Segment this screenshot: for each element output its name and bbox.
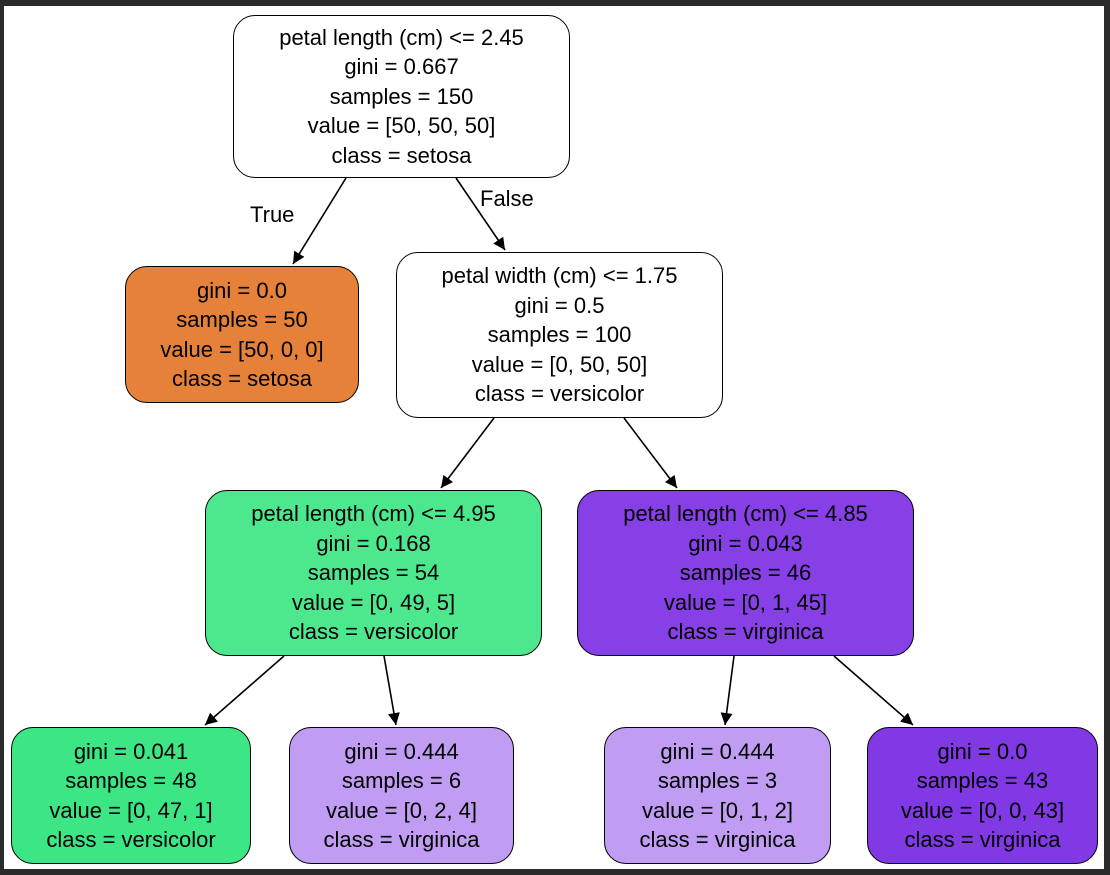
node-line: petal width (cm) <= 1.75: [441, 263, 678, 289]
tree-node-n1: gini = 0.0 samples = 50 value = [50, 0, 0]…: [125, 266, 359, 403]
node-line: value = [0, 49, 5]: [291, 589, 456, 615]
node-line: class = virginica: [904, 827, 1061, 852]
node-line: gini = 0.5: [514, 292, 605, 318]
tree-node-n6: gini = 0.444 samples = 6 value = [0, 2, 4]…: [289, 727, 514, 864]
tree-node-n2: petal width (cm) <= 1.75 gini = 0.5 sample…: [396, 252, 723, 418]
node-line: samples = 48: [65, 768, 197, 793]
tree-node-n4: petal length (cm) <= 4.85 gini = 0.043 sam…: [577, 490, 914, 656]
node-line: gini = 0.043: [688, 530, 803, 556]
node-line: gini = 0.0: [937, 738, 1028, 764]
node-line: petal length (cm) <= 4.95: [251, 501, 496, 527]
node-line: gini = 0.444: [344, 738, 459, 764]
node-line: value = [50, 50, 50]: [307, 113, 496, 139]
tree-node-n8: gini = 0.0 samples = 43 value = [0, 0, 43]…: [867, 727, 1098, 864]
node-line: class = virginica: [323, 827, 480, 852]
node-line: petal length (cm) <= 4.85: [623, 501, 868, 527]
node-line: class = versicolor: [288, 619, 459, 645]
node-line: value = [0, 1, 2]: [641, 797, 794, 823]
edge-n3-n5: [204, 655, 285, 726]
node-line: samples = 50: [176, 307, 308, 332]
node-line: samples = 46: [679, 560, 812, 586]
tree-node-n7: gini = 0.444 samples = 3 value = [0, 1, 2]…: [604, 727, 831, 864]
tree-node-n3: petal length (cm) <= 4.95 gini = 0.168 sam…: [205, 490, 542, 656]
node-line: samples = 6: [341, 768, 462, 793]
node-line: petal length (cm) <= 2.45: [279, 24, 524, 50]
node-line: class = setosa: [331, 142, 472, 168]
node-line: gini = 0.0: [197, 277, 287, 303]
edge-n2-n4: [623, 417, 678, 489]
node-line: samples = 54: [307, 560, 440, 586]
edge-root-n1: [292, 177, 347, 265]
tree-node-root: petal length (cm) <= 2.45 gini = 0.667 sam…: [233, 15, 570, 178]
edge-label-true: True: [250, 202, 295, 227]
node-line: gini = 0.041: [73, 738, 189, 764]
node-line: class = versicolor: [474, 381, 645, 407]
node-line: gini = 0.168: [316, 530, 431, 556]
node-line: samples = 100: [487, 322, 632, 348]
node-line: value = [0, 0, 43]: [900, 797, 1065, 823]
node-line: samples = 3: [657, 768, 778, 793]
edge-n2-n3: [440, 417, 495, 489]
node-line: class = versicolor: [46, 827, 216, 852]
node-line: value = [0, 1, 45]: [663, 589, 828, 615]
node-line: class = virginica: [639, 827, 796, 852]
node-line: value = [50, 0, 0]: [160, 336, 324, 362]
node-line: value = [0, 50, 50]: [471, 351, 648, 377]
node-line: gini = 0.667: [344, 54, 459, 80]
node-line: class = setosa: [171, 366, 312, 391]
node-line: value = [0, 47, 1]: [49, 797, 213, 823]
edge-label-false: False: [480, 186, 534, 211]
tree-node-n5: gini = 0.041 samples = 48 value = [0, 47, …: [11, 727, 251, 864]
node-line: class = virginica: [667, 619, 824, 645]
edge-n4-n7: [720, 655, 735, 726]
node-line: samples = 43: [916, 768, 1049, 793]
edge-n3-n6: [383, 655, 400, 726]
node-line: samples = 150: [329, 83, 474, 109]
node-line: value = [0, 2, 4]: [325, 797, 478, 823]
node-line: gini = 0.444: [660, 738, 775, 764]
edge-root-n2: [455, 177, 506, 251]
edges-layer: [204, 177, 914, 726]
tree-canvas: True False petal length (cm) <= 2.45 gini…: [4, 6, 1104, 869]
edge-n4-n8: [833, 655, 914, 726]
